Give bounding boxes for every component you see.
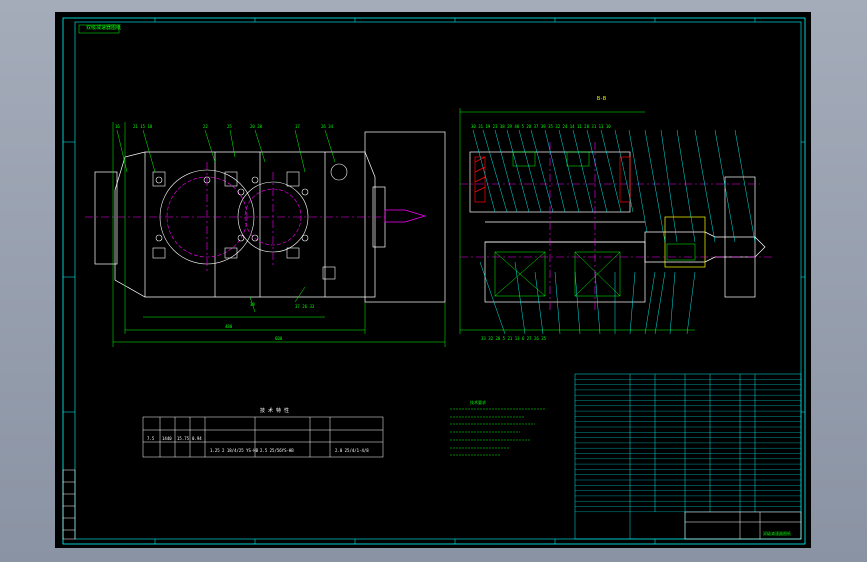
svg-text:1440: 1440: [162, 436, 172, 441]
sheet-frame-outer: [62, 17, 806, 545]
spec-table: [142, 416, 384, 458]
svg-text:480: 480: [225, 324, 233, 329]
svg-text:600: 600: [275, 336, 283, 341]
svg-text:16: 16: [115, 124, 120, 129]
svg-text:25: 25: [227, 124, 232, 129]
spec-table-title: 技 术 特 性: [260, 407, 289, 414]
sheet-frame-inner: [74, 21, 802, 540]
bom-rows: [575, 379, 801, 512]
plan-view: [469, 151, 766, 303]
cad-drawing-canvas: 16 21 15 18 22 25 20 28 17 26 34 37 26 33 38…: [62, 17, 806, 545]
tech-notes-title: 技术要求: [470, 399, 486, 405]
front-view-circles: [152, 163, 348, 280]
title-block-name: 双级减速器图纸: [763, 530, 791, 536]
plan-dims: [459, 108, 695, 334]
svg-text:33 32 20 5 21 13 6 27 26 25: 33 32 20 5 21 13 6 27 26 25: [481, 336, 547, 341]
svg-text:15.75: 15.75: [177, 436, 190, 441]
plan-centerlines: [460, 142, 775, 312]
svg-text:37 26 33: 37 26 33: [295, 304, 315, 309]
front-dim-labels: 16 21 15 18 22 25 20 28 17 26 34 37 26 33 38…: [115, 124, 334, 341]
plan-labels: 30 31 19 23 38 29 40 5 28 37 39 35 32 24…: [471, 124, 611, 341]
zone-ticks: [63, 18, 805, 544]
front-view: [94, 131, 446, 303]
svg-text:26 34: 26 34: [321, 124, 334, 129]
plan-leaders: [472, 129, 756, 335]
svg-text:1.25 2 18/4/25 YS-HB: 1.25 2 18/4/25 YS-HB: [210, 448, 259, 453]
svg-text:2.5 25/56YS-HB: 2.5 25/56YS-HB: [260, 448, 294, 453]
front-dims: [112, 122, 446, 347]
title-block: [684, 511, 802, 540]
svg-text:2.0 25/4/1-4/8: 2.0 25/4/1-4/8: [335, 448, 369, 453]
front-centerlines: [85, 162, 385, 272]
svg-text:22: 22: [203, 124, 208, 129]
revision-block: [62, 469, 76, 540]
section-label: B-B: [597, 96, 606, 102]
bom-table: [574, 373, 802, 540]
drawing-tag: 双级减速器图纸: [86, 25, 122, 31]
svg-text:38: 38: [250, 302, 255, 307]
svg-text:17: 17: [295, 124, 300, 129]
tech-notes: [450, 408, 545, 456]
svg-text:21 15 18: 21 15 18: [133, 124, 153, 129]
svg-text:30 31 19 23 38 29 40 5 28 37 3: 30 31 19 23 38 29 40 5 28 37 39 35 32 24…: [471, 124, 611, 129]
svg-text:20 28: 20 28: [250, 124, 263, 129]
svg-text:7.5: 7.5: [147, 436, 155, 441]
svg-text:0.94: 0.94: [192, 436, 202, 441]
plan-hatching: [474, 156, 631, 203]
cad-viewport[interactable]: 双级减速器图纸: [55, 12, 811, 548]
